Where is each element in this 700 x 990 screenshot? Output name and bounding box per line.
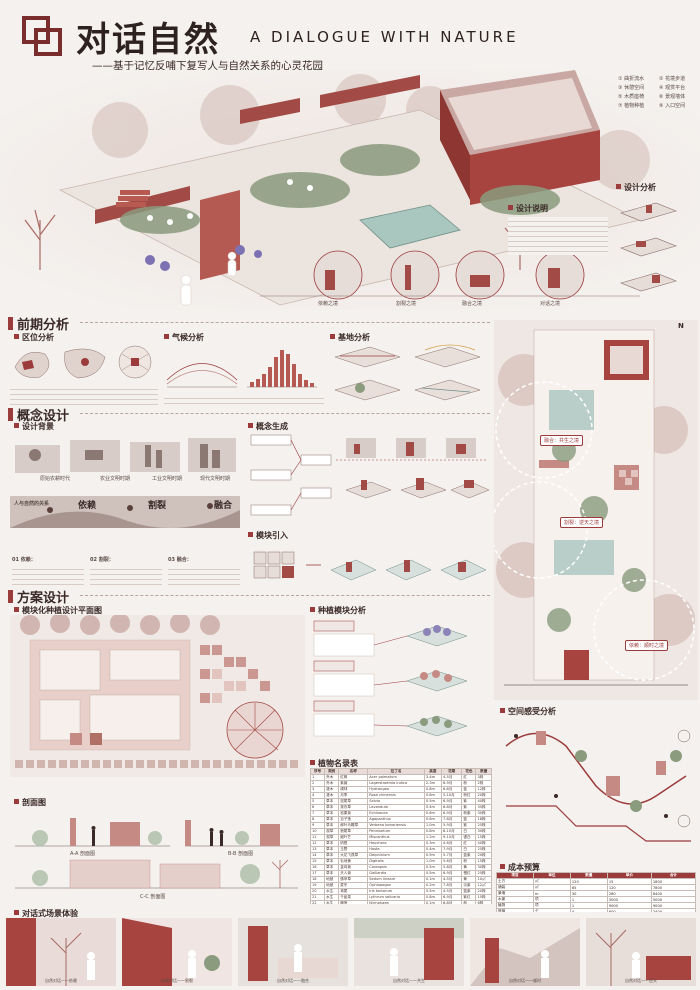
table-cell: 2400: [650, 908, 696, 912]
stage-dependence: 依赖: [78, 501, 97, 511]
planting-module-title: 种植模块分析: [310, 605, 366, 616]
concept-generation-diagram: [250, 434, 490, 516]
era-2: 农业文明时期: [100, 476, 131, 482]
scene-caption-6: 自然对话——逆天: [625, 978, 657, 983]
planting-plan-title: 模块化种植设计平面图: [14, 605, 102, 616]
north-arrow: N: [678, 322, 684, 330]
era-4: 现代文明时期: [200, 476, 231, 482]
module-intro-diagram: [253, 551, 487, 581]
table-cell: 座椅: [496, 908, 534, 912]
table-cell: 粉: [461, 900, 477, 904]
hero-illustration: ① 曲折流水 ② 花境步道 ③ 休憩空间 ④ 观赏平台 ⑤ 木质座椅 ⑥ 景观墙…: [0, 70, 700, 310]
stage-fusion: 融合: [214, 501, 233, 511]
legend-item: ⑤ 木质座椅: [618, 94, 645, 100]
stage-separation: 割裂: [148, 501, 167, 511]
legend-item: ② 花境步道: [659, 76, 686, 82]
cost-title: 成本预算: [500, 862, 540, 873]
zone-label-fusion: 融合：共生之境: [540, 435, 584, 446]
legend-item: ⑦ 植物种植: [618, 103, 645, 109]
strip-label-2: 割裂之境: [396, 301, 417, 307]
scene-caption-4: 自然对话——共生: [393, 978, 425, 983]
legend-item: ① 曲折流水: [618, 76, 645, 82]
location-analysis-title: 区位分析: [14, 332, 54, 343]
hero-legend: ① 曲折流水 ② 花境步道 ③ 休憩空间 ④ 观赏平台 ⑤ 木质座椅 ⑥ 景观墙…: [618, 75, 698, 109]
subtitle: ——基于记忆反哺下复写人与自然关系的心灵花园: [92, 60, 323, 72]
site-analysis-title: 基地分析: [330, 332, 370, 343]
design-background-illustration: [10, 438, 240, 528]
scene-caption-5: 自然对话——顺时: [509, 978, 541, 983]
table-cell: 6株: [475, 900, 492, 904]
planting-module-diagram: [313, 620, 468, 737]
stage-note-1: 01 依赖：: [12, 557, 36, 563]
design-analysis-diagram: [620, 202, 677, 292]
table-cell: 6-8月: [440, 900, 463, 904]
table-cell: 个: [532, 908, 571, 912]
concept-generation-title: 概念生成: [248, 421, 288, 432]
table-cell: 水生: [324, 900, 340, 904]
zone-label-dependence: 依赖：顺时之境: [625, 640, 669, 651]
zone-label-separation: 割裂：逆天之境: [560, 517, 604, 528]
planting-plan: [10, 615, 305, 777]
space-feel-diagram: [505, 729, 691, 842]
space-feel-title: 空间感受分析: [500, 706, 556, 717]
scene-caption-3: 自然对话——融合: [277, 978, 309, 983]
climate-charts: [166, 350, 317, 388]
table-cell: 0.1m: [423, 900, 442, 904]
section-drawings: [15, 818, 298, 889]
era-1: 原始农耕时代: [40, 476, 71, 482]
section-label-b: B-B 剖面图: [228, 851, 254, 857]
stage-note-2: 02 割裂：: [90, 557, 114, 563]
table-cell: 22: [310, 900, 326, 904]
relation-label: 人与自然的关系: [14, 501, 50, 507]
scene-title: 对话式场景体验: [14, 908, 78, 919]
era-3: 工业文明时期: [152, 476, 183, 482]
legend-item: ⑧ 入口空间: [659, 103, 686, 109]
climate-analysis-title: 气候分析: [164, 332, 204, 343]
design-background-title: 设计背景: [14, 421, 54, 432]
module-intro-title: 模块引入: [248, 530, 288, 541]
table-cell: 4: [569, 908, 608, 912]
design-note-title: 设计说明: [508, 203, 608, 214]
table-cell: 睡莲: [338, 900, 369, 904]
scene-strip: 自然对话——依赖 自然对话——割裂 自然对话——融合 自然对话——共生 自然对话…: [6, 918, 696, 986]
section-label-c: C-C 剖面图: [140, 894, 166, 900]
strip-label-3: 融合之境: [462, 301, 483, 307]
strip-label-1: 依赖之境: [318, 301, 339, 307]
title-en: A DIALOGUE WITH NATURE: [250, 28, 519, 46]
site-analysis-diagram: [334, 344, 481, 401]
scene-caption-2: 自然对话——割裂: [161, 978, 193, 983]
legend-item: ⑥ 景观墙体: [659, 94, 686, 100]
section-label-a: A-A 剖面图: [70, 851, 96, 857]
table-cell: Nymphaea: [367, 900, 425, 904]
scene-caption-1: 自然对话——依赖: [45, 978, 77, 983]
table-cell: 600: [606, 908, 652, 912]
logo-mark: [22, 16, 62, 56]
section-concept: 概念设计: [8, 405, 69, 424]
master-plan: [494, 320, 698, 700]
section-pre-analysis: 前期分析: [8, 314, 69, 333]
title-cn: 对话自然: [76, 20, 220, 60]
stage-note-3: 03 融合：: [168, 557, 192, 563]
location-map: [14, 345, 152, 379]
plant-list-title: 植物名录表: [310, 758, 358, 769]
legend-item: ③ 休憩空间: [618, 85, 645, 91]
design-analysis-title: 设计分析: [616, 182, 698, 193]
strip-label-4: 对话之境: [540, 301, 561, 307]
section-drawing-title: 剖面图: [14, 797, 46, 808]
legend-item: ④ 观赏平台: [659, 85, 686, 91]
section-scheme: 方案设计: [8, 587, 69, 606]
